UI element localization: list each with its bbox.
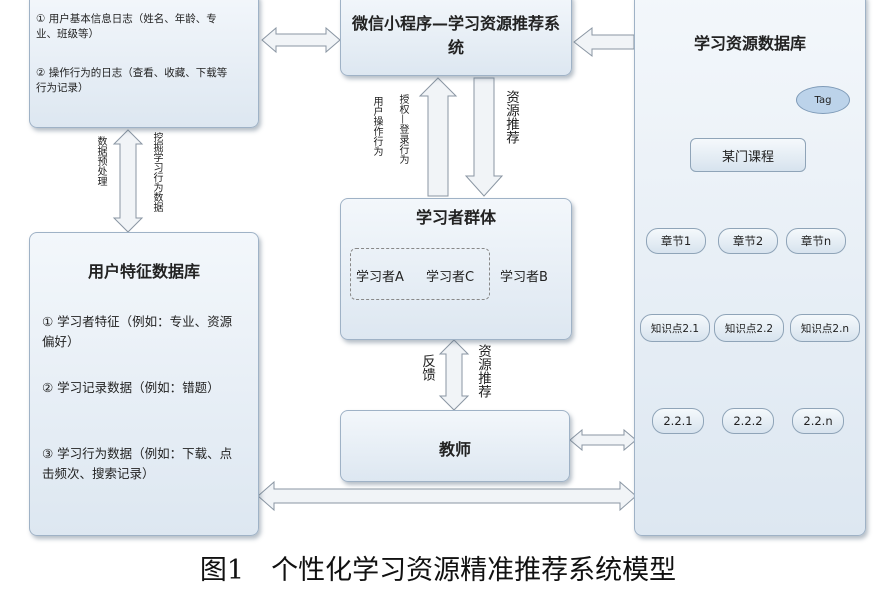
label-feedback: 反馈 <box>419 354 435 381</box>
log-item-basic-info: ① 用户基本信息日志（姓名、年龄、专业、班级等） <box>36 13 217 40</box>
label-data-preprocess: 数据预处理 <box>95 136 106 186</box>
label-collect-behavior: 挖掘学习行为数据 <box>151 132 162 212</box>
learners-group-box <box>340 198 572 340</box>
tag-ellipse: Tag <box>796 86 850 114</box>
point-2-2-node: 知识点2.2 <box>714 314 784 342</box>
label-auth-login: 授权—登录行为 <box>397 94 408 164</box>
arrow-miniapp-to-learners <box>464 77 504 197</box>
learner-c: 学习者C <box>426 270 475 285</box>
learner-a: 学习者A <box>356 270 404 285</box>
user-feature-db-box <box>29 232 259 536</box>
user-db-item-learner-features: ① 学习者特征（例如：专业、资源偏好） <box>42 314 233 349</box>
resource-db-title: 学习资源数据库 <box>693 34 806 53</box>
label-resource-recommend-top: 资源推荐 <box>503 90 519 144</box>
user-feature-db-title: 用户特征数据库 <box>87 262 200 281</box>
arrow-resourcedb-to-miniapp <box>573 26 635 58</box>
teacher-title: 教师 <box>438 440 471 459</box>
log-box <box>29 0 259 128</box>
course-node: 某门课程 <box>690 138 806 172</box>
log-item-operation: ② 操作行为的日志（查看、收藏、下载等行为记录） <box>36 67 228 94</box>
chapter-1-node: 章节1 <box>646 228 706 254</box>
subpoint-2-2-n-node: 2.2.n <box>792 408 844 434</box>
chapter-n-node: 章节n <box>786 228 846 254</box>
teacher-box <box>340 410 570 482</box>
label-user-action: 用户操作行为 <box>371 96 382 156</box>
point-2-1-node: 知识点2.1 <box>640 314 710 342</box>
double-arrow-log-miniapp <box>261 26 341 54</box>
learner-b: 学习者B <box>500 270 548 285</box>
point-2-n-node: 知识点2.n <box>790 314 860 342</box>
subpoint-2-2-1-node: 2.2.1 <box>652 408 704 434</box>
mini-program-title: 微信小程序—学习资源推荐系统 <box>351 14 560 57</box>
chapter-2-node: 章节2 <box>718 228 778 254</box>
learners-dashed-group <box>350 248 490 300</box>
subpoint-2-2-2-node: 2.2.2 <box>722 408 774 434</box>
figure-caption: 图1 个性化学习资源精准推荐系统模型 <box>199 555 677 586</box>
double-arrow-log-userdb <box>112 129 144 233</box>
user-db-item-learning-behavior: ③ 学习行为数据（例如：下载、点击频次、搜索记录） <box>42 446 233 481</box>
user-db-item-learning-records: ② 学习记录数据（例如：错题） <box>42 380 220 395</box>
learners-group-title: 学习者群体 <box>415 208 496 227</box>
mini-program-box <box>340 0 572 76</box>
resource-db-box <box>634 0 866 536</box>
arrow-learners-to-miniapp <box>418 77 458 197</box>
double-arrow-teacher-resourcedb <box>569 428 637 452</box>
double-arrow-userdb-resourcedb <box>257 480 637 512</box>
double-arrow-learners-teacher <box>438 339 470 411</box>
label-resource-recommend-bottom: 资源推荐 <box>475 344 491 398</box>
